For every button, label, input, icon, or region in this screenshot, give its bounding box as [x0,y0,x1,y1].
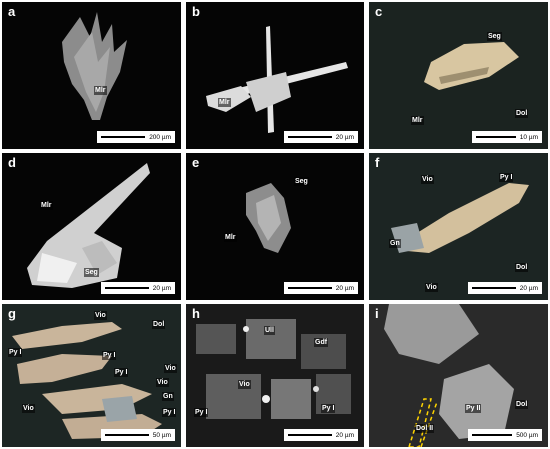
mineral-label: Vio [238,380,251,389]
mineral-label: Gn [389,239,401,248]
panel-b-image [206,26,348,133]
mineral-label: Py I [194,408,209,417]
panel-letter: h [192,306,200,321]
mineral-label: Vio [421,175,434,184]
mineral-label: Gn [162,392,174,401]
panel-e: e Seg Mlr 20 µm [186,153,364,300]
panel-letter: e [192,155,200,170]
panel-d: d Mlr Seg 20 µm [2,153,181,300]
panel-i: i Py II Dol Dol II 500 µm [369,304,548,447]
scale-bar: 20 µm [283,429,358,441]
mineral-label: Vio [22,404,35,413]
panel-i-image [384,304,514,447]
mineral-label: Vio [94,311,107,320]
mineral-label: Dol II [415,424,435,433]
panel-c-image [424,42,519,90]
mineral-label: Vio [164,364,177,373]
mineral-label: Dol [515,109,529,118]
panel-e-image [246,183,291,253]
mineral-label: Vio [425,283,438,292]
mineral-label: Py I [321,404,336,413]
panel-letter: d [8,155,16,170]
mineral-label: Mlr [411,116,424,125]
panel-letter: f [375,155,380,170]
mineral-label: Dol [515,263,529,272]
panel-letter: c [375,4,383,19]
panel-c: c Seg Mlr Dol 10 µm [369,2,548,149]
panel-a-image [62,12,127,120]
mineral-label: Mlr [218,98,231,107]
panel-a: a Mlr 200 µm [2,2,181,149]
mineral-label: Ull [264,326,275,335]
mineral-label: Seg [294,177,309,186]
scale-bar: 20 µm [283,282,358,294]
panel-letter: i [375,306,379,321]
mineral-label: Mlr [94,86,107,95]
mineral-label: Py I [162,408,177,417]
mineral-label: Gdf [314,338,329,347]
mineral-label: Mlr [40,201,53,210]
panel-d-image [27,163,150,288]
mineral-label: Py I [114,368,129,377]
mineral-label: Py I [102,351,117,360]
panel-f-image [391,183,529,253]
scale-bar: 20 µm [283,131,358,143]
scale-bar: 10 µm [471,131,542,143]
panel-letter: a [8,4,16,19]
mineral-label: Py I [499,173,514,182]
panel-h: h Ull Gdf Vio Py I Py I 20 µm [186,304,364,447]
panel-b: b Mlr 20 µm [186,2,364,149]
mineral-label: Dol [515,400,529,409]
panel-h-image [196,319,351,419]
scale-bar: 20 µm [100,282,175,294]
panel-letter: g [8,306,16,321]
mineral-label: Py I [8,348,23,357]
scale-bar: 200 µm [97,131,175,143]
mineral-label: Py II [465,404,482,413]
mineral-label: Seg [487,32,502,41]
panel-g: g Vio Dol Py I Py I Py I Vio Vio Gn Vio … [2,304,181,447]
panel-f: f Vio Py I Gn Dol Vio 20 µm [369,153,548,300]
scale-bar: 20 µm [467,282,542,294]
mineral-label: Vio [156,378,169,387]
mineral-label: Dol [152,320,166,329]
panel-letter: b [192,4,200,19]
scale-bar: 500 µm [468,429,542,441]
mineral-label: Seg [84,268,99,277]
scale-bar: 50 µm [100,429,175,441]
mineral-label: Mlr [224,233,237,242]
